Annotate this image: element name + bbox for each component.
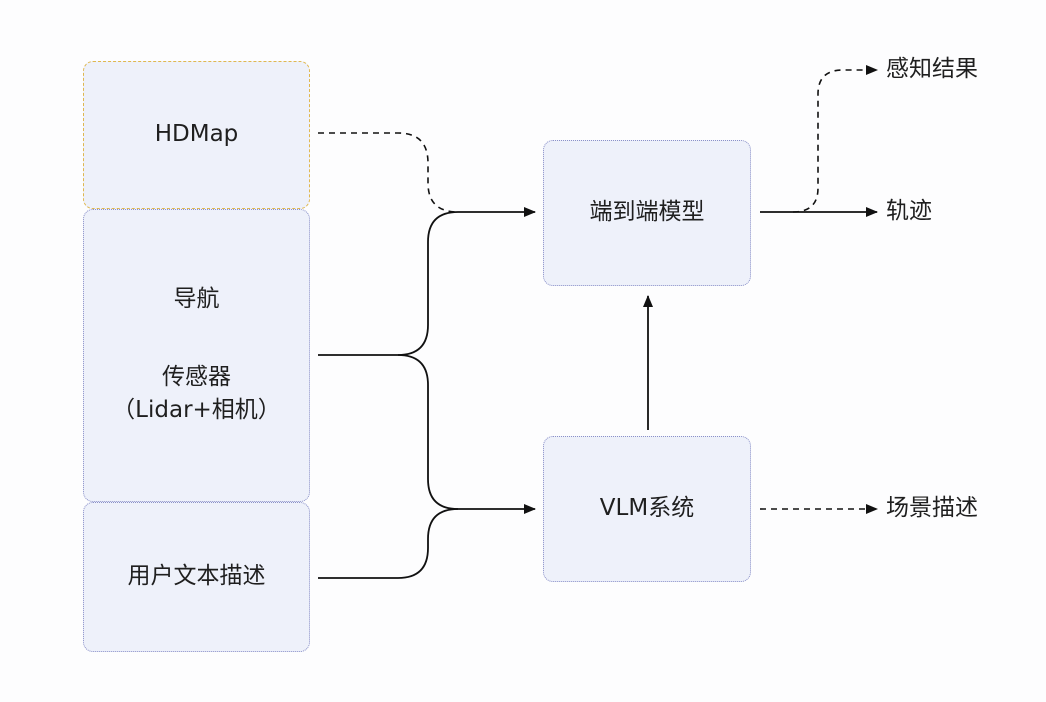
sensor-to-e2e-arrow [318, 207, 536, 356]
vlm-system-box: VLM系统 [543, 436, 751, 582]
scene-description-output-label: 场景描述 [886, 495, 978, 521]
trajectory-output-label: 轨迹 [886, 198, 932, 224]
user-text-box: 用户文本描述 [83, 502, 310, 652]
hdmap-label: HDMap [154, 121, 239, 148]
nav-sensor-box: 导航 传感器 （Lidar+相机） [83, 209, 310, 502]
e2e-model-label: 端到端模型 [589, 199, 705, 226]
hdmap-to-e2e-arrow [318, 132, 459, 213]
sensor-label: 传感器 [162, 363, 231, 390]
user-text-label: 用户文本描述 [127, 563, 266, 590]
sensor-detail-label: （Lidar+相机） [112, 397, 281, 424]
navigation-label: 导航 [173, 286, 220, 313]
e2e-model-box: 端到端模型 [543, 140, 751, 286]
vlm-system-label: VLM系统 [599, 495, 695, 522]
e2e-to-perception-arrow [792, 65, 878, 213]
perception-output-label: 感知结果 [886, 56, 978, 82]
user-text-to-vlm-arrow [318, 508, 459, 579]
hdmap-box: HDMap [83, 61, 310, 209]
sensor-to-vlm-arrow [397, 354, 536, 514]
